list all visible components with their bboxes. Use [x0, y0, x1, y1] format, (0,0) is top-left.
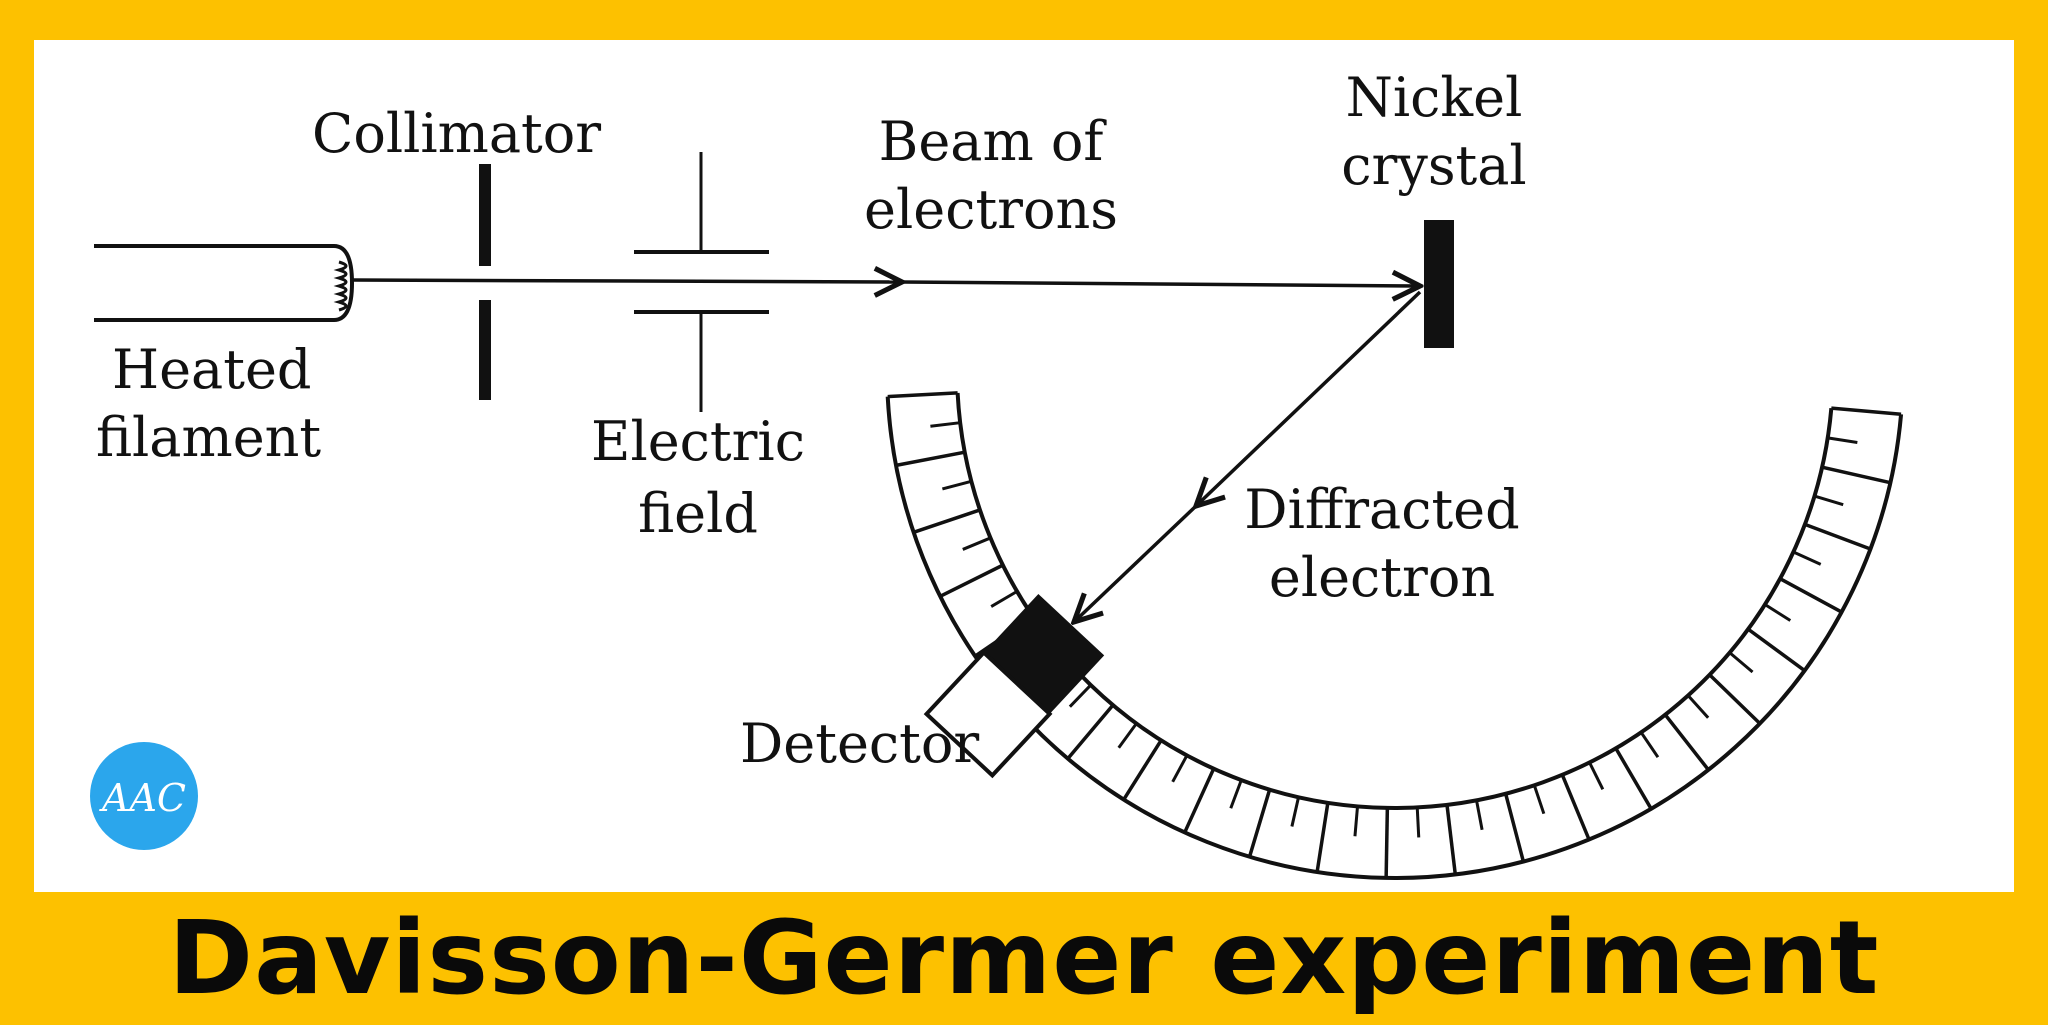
label-heated-line1: Heated [112, 338, 311, 401]
scale-tick [1639, 731, 1660, 758]
davisson-germer-diagram: Collimator Beam of electrons Nickel crys… [90, 66, 1904, 880]
caption-title: Davisson-Germer experiment [168, 899, 1880, 1018]
angle-scale [885, 391, 1904, 880]
scale-division [1747, 627, 1806, 672]
label-diffracted-line2: electron [1269, 546, 1495, 609]
scale-division [1503, 793, 1526, 862]
scale-tick [1764, 603, 1792, 622]
scale-division [887, 391, 958, 399]
diagram-panel: Collimator Beam of electrons Nickel crys… [34, 40, 2014, 892]
label-electric-line2: field [638, 482, 758, 545]
nickel-crystal [1424, 220, 1454, 348]
label-electric-line1: Electric [591, 410, 805, 473]
scale-arc [955, 392, 1834, 810]
aac-logo: AAC [90, 742, 198, 850]
collimator-slit [479, 164, 491, 400]
label-beam-line2: electrons [864, 178, 1118, 241]
label-beam-line1: Beam of [879, 110, 1108, 173]
scale-tick [1814, 494, 1844, 507]
label-collimator: Collimator [312, 102, 601, 165]
aac-logo-text: AAC [99, 776, 186, 820]
diffracted-beam [1196, 290, 1422, 506]
scale-division [1779, 577, 1843, 614]
heated-filament [94, 244, 355, 322]
electric-field-plates [634, 152, 769, 412]
scale-division [1821, 465, 1891, 485]
scale-tick [1068, 684, 1092, 708]
scale-division [1614, 747, 1653, 810]
scale-tick [1353, 806, 1360, 837]
label-detector: Detector [740, 712, 979, 775]
scale-tick [1475, 800, 1484, 831]
detector [923, 594, 1105, 779]
scale-division [1708, 673, 1762, 725]
electron-beam [351, 280, 902, 282]
aac-logo-circle [90, 742, 198, 850]
scale-division [913, 508, 981, 534]
scale-tick [941, 479, 972, 491]
scale-division [1122, 739, 1163, 801]
scale-tick [1588, 761, 1605, 790]
label-nickel-line2: crystal [1341, 134, 1526, 197]
scale-division [1804, 522, 1872, 551]
scale-division [1315, 802, 1330, 873]
scale-tick [1171, 754, 1189, 783]
scale-division [1560, 774, 1591, 841]
scale-tick [1415, 807, 1421, 838]
label-heated-line2: filament [96, 406, 321, 469]
scale-tick [1686, 694, 1710, 719]
scale-division [1384, 807, 1390, 878]
scale-tick [990, 590, 1018, 608]
scale-division [939, 563, 1004, 598]
scale-arc [885, 396, 1904, 880]
scale-division [1247, 789, 1272, 858]
scale-tick [962, 536, 992, 551]
scale-division [1183, 767, 1216, 834]
label-nickel-line1: Nickel [1346, 66, 1523, 129]
scale-division [1831, 406, 1902, 417]
scale-division [1663, 713, 1710, 771]
scale-tick [1532, 784, 1546, 815]
scale-division [1066, 703, 1115, 760]
scale-tick [1728, 651, 1754, 674]
scale-division [895, 450, 966, 468]
label-diffracted-line1: Diffracted [1244, 478, 1519, 541]
scale-tick [1827, 436, 1858, 444]
scale-tick [1290, 796, 1300, 827]
scale-tick [1792, 550, 1822, 566]
scale-division [1445, 804, 1458, 875]
scale-tick [1117, 722, 1138, 749]
electron-beam-to-crystal [901, 282, 1420, 286]
scale-tick [930, 421, 961, 428]
diffracted-beam-to-detector [1074, 504, 1198, 622]
scale-tick [1229, 779, 1243, 809]
